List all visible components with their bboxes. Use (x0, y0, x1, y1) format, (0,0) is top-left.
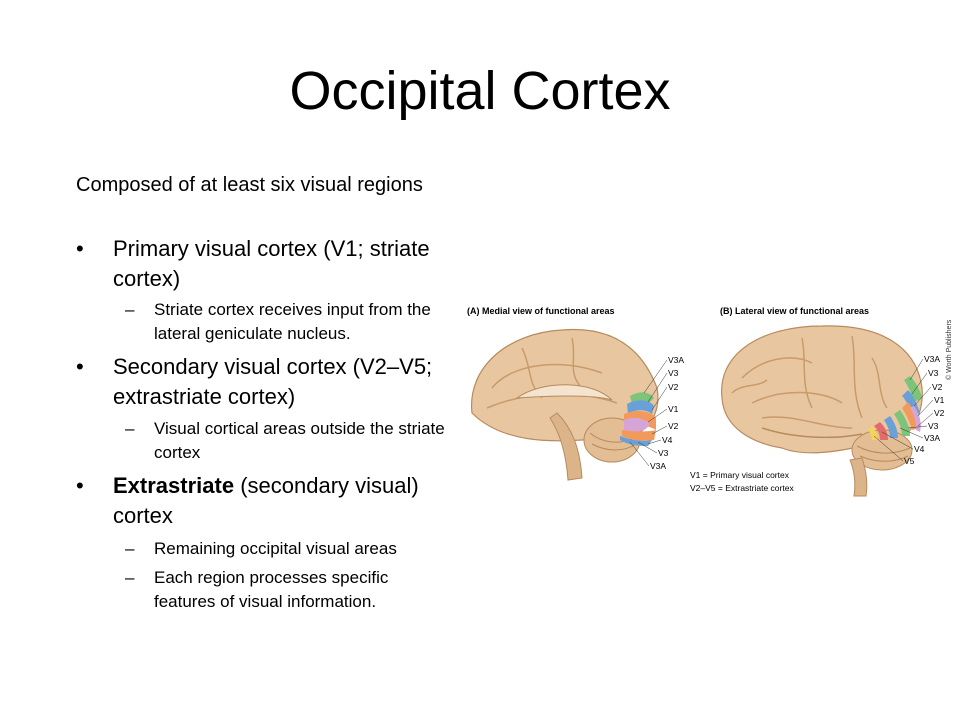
legend-v2-v5: V2–V5 = Extrastriate cortex (690, 483, 794, 493)
sub-text: Striate cortex receives input from the l… (154, 300, 431, 343)
panel-b-caption: (B) Lateral view of functional areas (720, 306, 870, 316)
bullet-text: Primary visual cortex (V1; striate corte… (113, 236, 430, 291)
label-v3-bottom: V3 (658, 448, 669, 458)
medial-brain-illustration (471, 328, 659, 481)
bullet-text: Secondary visual cortex (V2–V5; extrastr… (113, 354, 433, 409)
medial-visual-areas (620, 392, 656, 446)
label-v2-bottom: V2 (668, 421, 679, 431)
lateral-visual-areas (868, 376, 922, 440)
legend-v1: V1 = Primary visual cortex (690, 470, 790, 480)
label-v1: V1 (668, 404, 679, 414)
label-b-v3a-low: V3A (924, 433, 940, 443)
bullet-dot: • (76, 473, 84, 498)
bullet-rest: (secondary visual) cortex (113, 473, 419, 528)
sub-text: Visual cortical areas outside the striat… (154, 419, 445, 462)
label-b-v4: V4 (914, 444, 925, 454)
label-b-v3: V3 (928, 368, 939, 378)
label-v3a-top: V3A (668, 355, 684, 365)
sub-dash: – (125, 300, 135, 319)
label-b-v5: V5 (904, 456, 915, 466)
bullet-dot: • (76, 236, 84, 261)
intro-text: Composed of at least six visual regions (76, 174, 423, 196)
panel-a-caption: (A) Medial view of functional areas (467, 306, 615, 316)
medial-area-labels: V3A V3 V2 V1 V2 V4 V3 V3A (629, 355, 684, 471)
lateral-area-labels: V3A V3 V2 V1 V2 V3 V3A V4 V5 (873, 354, 945, 466)
label-v3a-bottom: V3A (650, 461, 666, 471)
label-v2-top: V2 (668, 382, 679, 392)
label-b-v3-low: V3 (928, 421, 939, 431)
label-b-v2-low: V2 (934, 408, 945, 418)
bullet-bold-term: Extrastriate (113, 473, 235, 498)
sub-dash: – (125, 419, 135, 438)
sub-dash: – (125, 568, 135, 587)
sub-dash: – (125, 539, 135, 558)
sub-text: Each region processes specific features … (154, 568, 389, 611)
sub-text: Remaining occipital visual areas (154, 539, 397, 558)
label-b-v3a: V3A (924, 354, 940, 364)
label-b-v2: V2 (932, 382, 943, 392)
label-v4: V4 (662, 435, 673, 445)
bullet-dot: • (76, 354, 84, 379)
label-b-v1: V1 (934, 395, 945, 405)
brain-figure: V3A V3 V2 V1 V2 V4 V3 V3A V3A V3 V2 V1 V… (471, 325, 945, 497)
slide-title: Occipital Cortex (289, 61, 671, 121)
label-v3-top: V3 (668, 368, 679, 378)
bullet-text: Extrastriate (secondary visual) cortex (113, 471, 453, 531)
